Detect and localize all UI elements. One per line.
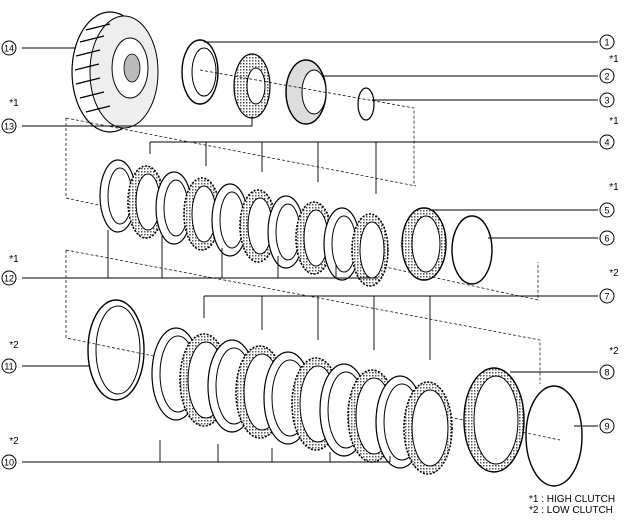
callout-circle (599, 202, 615, 218)
callout-circle (599, 134, 615, 150)
callout-circle (1, 118, 17, 134)
callout-2: 2*1 (599, 54, 619, 84)
callout-mark: *1 (9, 254, 19, 265)
callout-mark: *1 (609, 116, 619, 127)
callout-mark: *2 (609, 346, 619, 357)
callout-11: 11 *2 (1, 340, 19, 374)
callout-number: 11 (4, 362, 13, 372)
callout-number: 5 (604, 206, 609, 216)
callout-number: 7 (604, 292, 609, 302)
drive-plate (239, 189, 277, 263)
callout-number: 14 (4, 44, 14, 54)
callout-9: 9 (599, 418, 615, 434)
callout-5: 5 *1 (599, 182, 619, 218)
callout-mark: *1 (9, 98, 19, 109)
callout-6: 6 (599, 230, 615, 246)
upper-clutch-pack (99, 159, 389, 287)
callout-1: 1 (599, 34, 615, 50)
callout-circle (599, 34, 615, 50)
callout-mark: *2 (9, 436, 19, 447)
drive-plate (403, 381, 453, 475)
driven-plate (211, 183, 249, 257)
callout-number: 13 (4, 122, 14, 132)
callout-circle (1, 270, 17, 286)
callout-number: 2 (604, 72, 609, 82)
callout-number: 8 (604, 368, 609, 378)
callout-number: 10 (4, 458, 14, 468)
piston-2 (285, 59, 327, 125)
callout-circle (599, 288, 615, 304)
callout-8: 8 *2 (599, 346, 619, 380)
callout-circle (599, 364, 615, 380)
callout-number: 6 (604, 234, 609, 244)
callout-13: 13 *1 (1, 98, 19, 134)
clutch-drum (71, 11, 159, 133)
snap-ring-9 (525, 385, 583, 487)
callout-4: 4 *1 (599, 116, 619, 150)
snap-ring-6 (451, 215, 493, 285)
callout-circle (1, 358, 17, 374)
callout-mark: *1 (609, 54, 619, 65)
drive-plate (351, 213, 389, 287)
callout-mark: *2 (9, 340, 19, 351)
callout-circle (1, 40, 17, 56)
callout-circle (599, 68, 615, 84)
callout-number: 12 (4, 274, 14, 284)
guide-lower (65, 249, 561, 441)
lower-clutch-pack (151, 327, 453, 475)
legend-high-clutch: *1 : HIGH CLUTCH (529, 494, 616, 505)
callout-circle (599, 418, 615, 434)
callout-number: 9 (604, 422, 609, 432)
callout-14: 14 (1, 40, 17, 56)
plate-11 (87, 299, 145, 401)
hub-13 (233, 53, 271, 119)
callout-number: 4 (604, 138, 609, 148)
retainer-1 (181, 39, 219, 105)
legend: *1 : HIGH CLUTCH *2 : LOW CLUTCH (529, 494, 615, 516)
callout-10: 10 *2 (1, 436, 19, 470)
callout-3: 3 (599, 92, 615, 108)
callout-mark: *2 (609, 268, 619, 279)
callout-circle (599, 92, 615, 108)
callout-number: 1 (604, 38, 609, 48)
snap-ring-3 (357, 87, 375, 121)
callout-7: 7 *2 (599, 268, 619, 304)
leader-lines (22, 41, 598, 463)
retaining-plate-8 (463, 367, 525, 473)
callout-circle (599, 230, 615, 246)
callout-mark: *1 (609, 182, 619, 193)
callout-12: 12 *1 (1, 254, 19, 286)
legend-low-clutch: *2 : LOW CLUTCH (529, 505, 613, 516)
retaining-plate-5 (401, 207, 447, 281)
callout-circle (1, 454, 17, 470)
callout-number: 3 (604, 96, 609, 106)
drive-plate (295, 201, 333, 275)
